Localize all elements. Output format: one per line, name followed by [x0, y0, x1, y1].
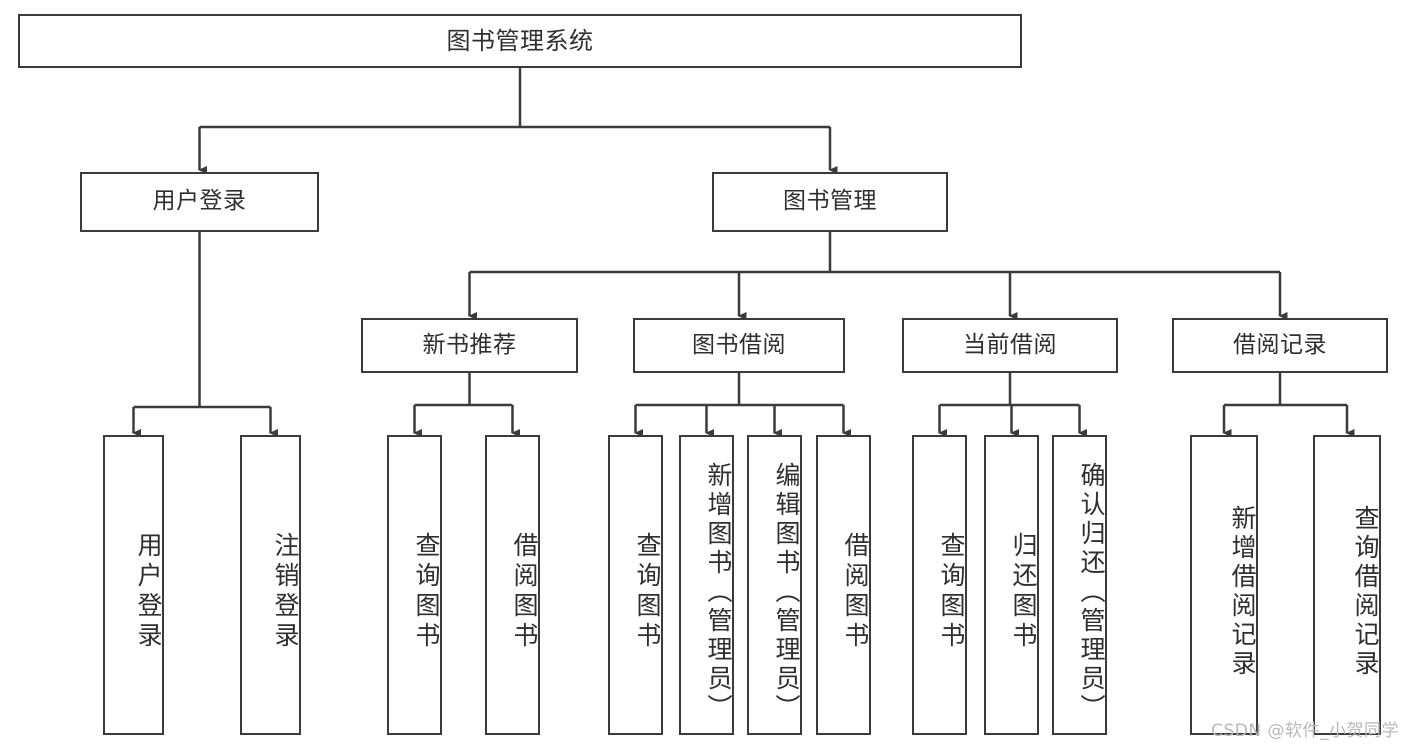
node-l_qbook3[interactable]: 查询图书 — [912, 435, 967, 735]
node-label: 用户登录 — [152, 188, 247, 215]
node-label: 编辑图书（管理员） — [772, 461, 801, 723]
node-borrow[interactable]: 图书借阅 — [633, 318, 845, 373]
node-label: 归还图书 — [1009, 532, 1038, 652]
node-login[interactable]: 用户登录 — [80, 172, 319, 232]
node-l_logout[interactable]: 注销登录 — [240, 435, 301, 735]
node-l_editbook[interactable]: 编辑图书（管理员） — [747, 435, 802, 735]
node-label: 借阅图书 — [510, 532, 539, 652]
node-label: 当前借阅 — [963, 331, 1057, 358]
node-l_qbook1[interactable]: 查询图书 — [387, 435, 442, 735]
node-label: 借阅图书 — [841, 532, 870, 652]
node-label: 用户登录 — [134, 532, 163, 652]
node-l_addbook[interactable]: 新增图书（管理员） — [679, 435, 734, 735]
node-label: 图书管理系统 — [446, 26, 594, 55]
node-bookmgmt[interactable]: 图书管理 — [712, 172, 948, 232]
node-l_addrec[interactable]: 新增借阅记录 — [1190, 435, 1258, 735]
watermark: CSDN @软件_小贺同学 — [1211, 721, 1399, 741]
node-label: 查询图书 — [937, 532, 966, 652]
node-label: 新增图书（管理员） — [704, 461, 733, 723]
node-label: 注销登录 — [271, 532, 300, 652]
node-label: 查询图书 — [412, 532, 441, 652]
node-l_qbook2[interactable]: 查询图书 — [608, 435, 663, 735]
node-l_confirm[interactable]: 确认归还（管理员） — [1052, 435, 1107, 735]
node-label: 查询图书 — [633, 532, 662, 652]
node-label: 查询借阅记录 — [1351, 505, 1380, 679]
node-current[interactable]: 当前借阅 — [902, 318, 1118, 373]
node-l_login[interactable]: 用户登录 — [103, 435, 164, 735]
node-label: 图书借阅 — [692, 331, 786, 358]
node-records[interactable]: 借阅记录 — [1172, 318, 1388, 373]
node-label: 新增借阅记录 — [1228, 505, 1257, 679]
node-label: 图书管理 — [783, 188, 877, 215]
node-label: 借阅记录 — [1233, 331, 1327, 358]
node-l_qrec[interactable]: 查询借阅记录 — [1313, 435, 1381, 735]
node-label: 确认归还（管理员） — [1077, 461, 1106, 723]
node-l_return[interactable]: 归还图书 — [984, 435, 1039, 735]
node-l_bbook1[interactable]: 借阅图书 — [485, 435, 540, 735]
node-label: 新书推荐 — [422, 331, 517, 358]
node-newbook[interactable]: 新书推荐 — [361, 318, 578, 373]
node-l_bbook2[interactable]: 借阅图书 — [816, 435, 871, 735]
node-root[interactable]: 图书管理系统 — [18, 14, 1022, 68]
